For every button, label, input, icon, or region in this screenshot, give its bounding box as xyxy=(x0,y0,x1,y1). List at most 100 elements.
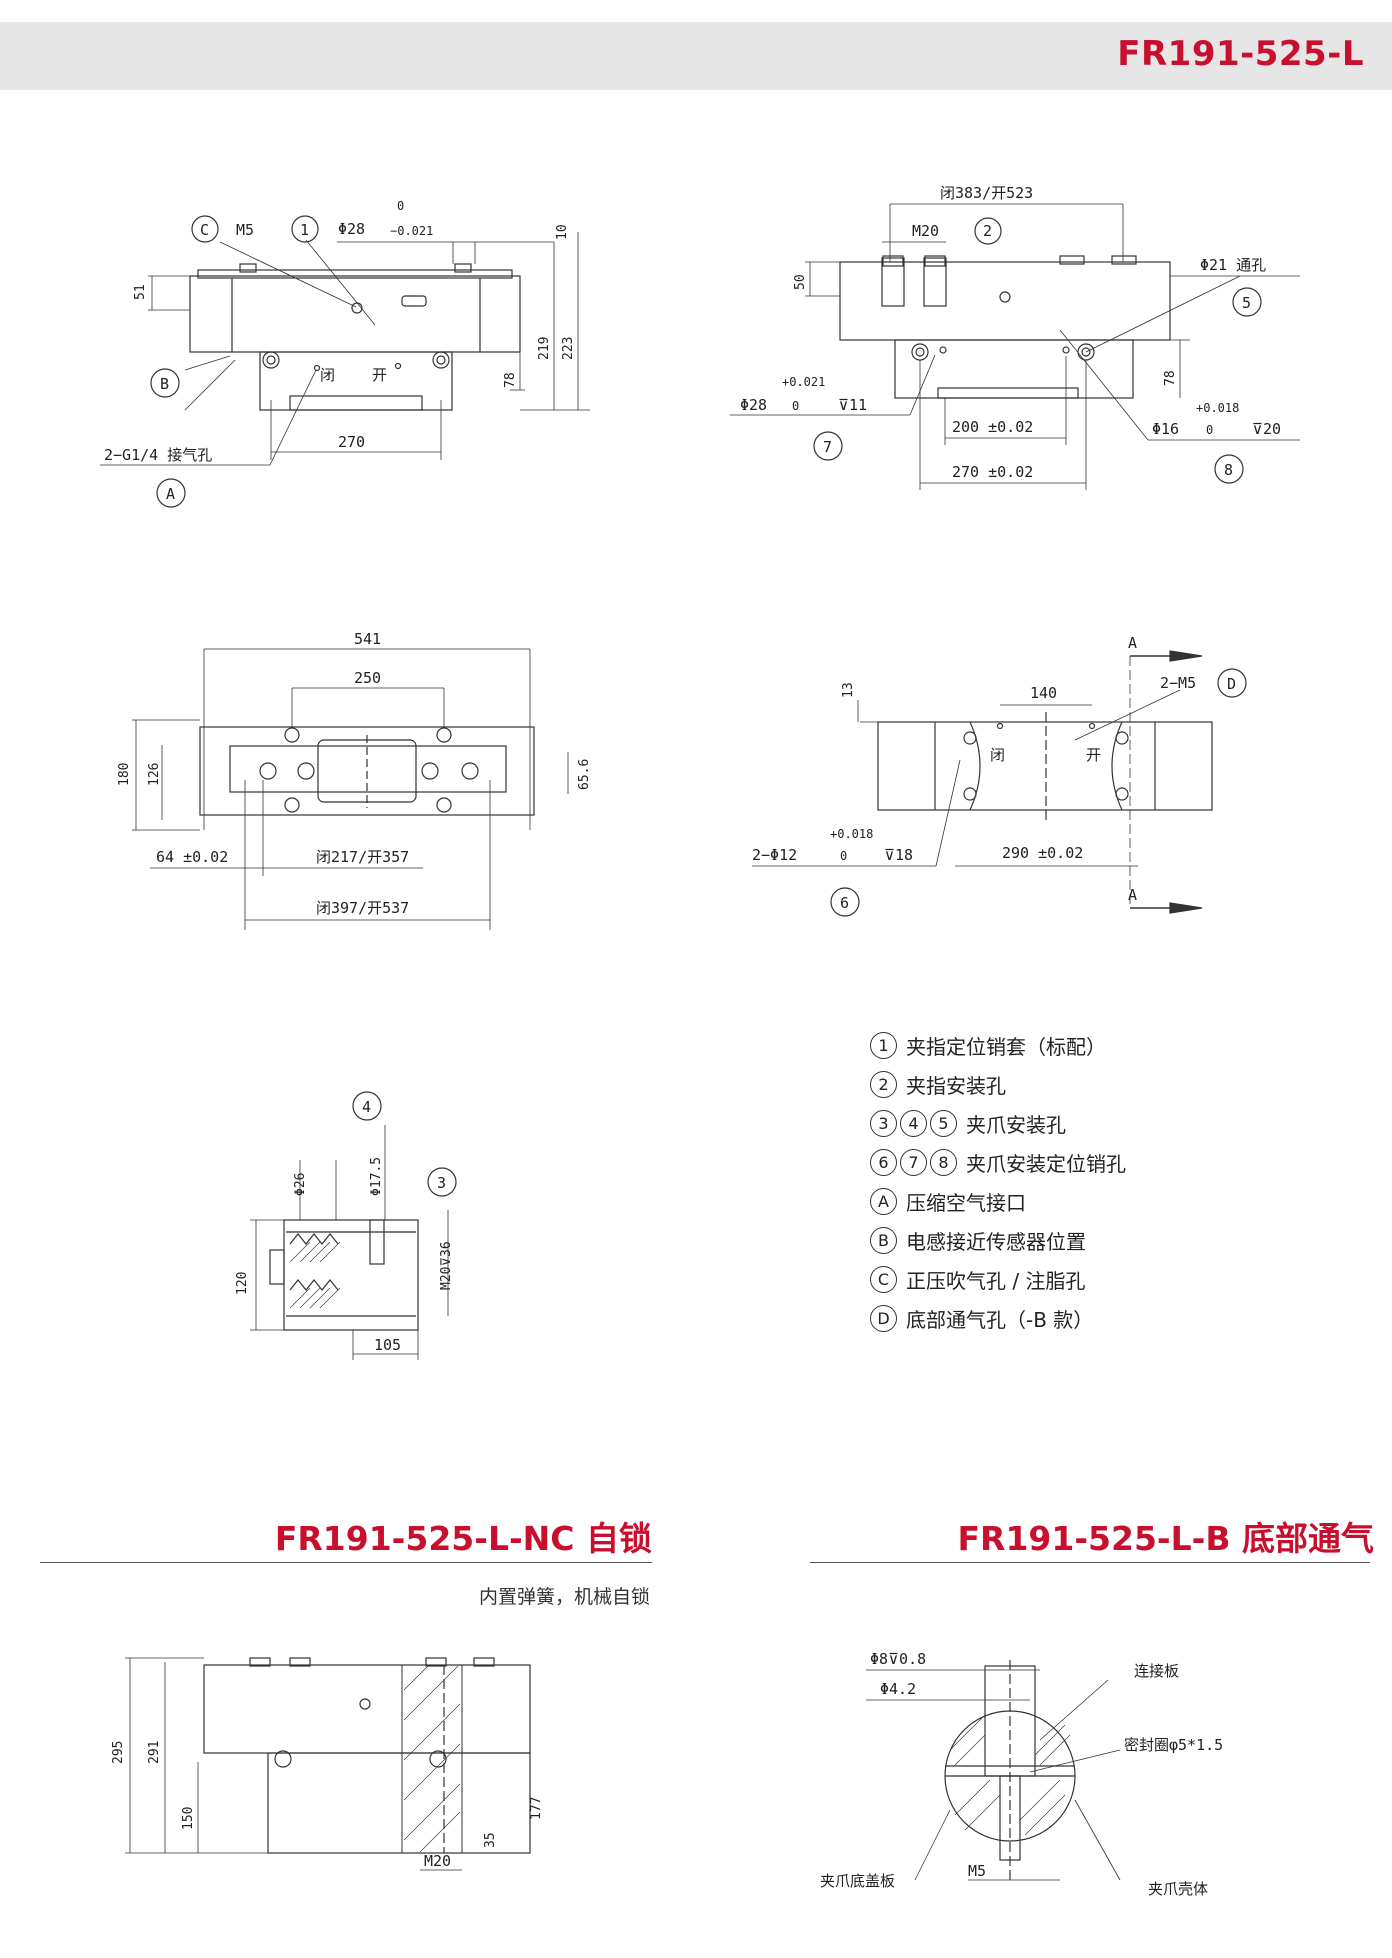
label-d250: 250 xyxy=(354,669,381,687)
label-a: A xyxy=(166,485,175,503)
legend-marker: D xyxy=(870,1305,897,1332)
label-d177: 177 xyxy=(529,1797,544,1820)
label-c217: 闭217/开357 xyxy=(316,848,409,866)
label-d12: 2−Φ12 xyxy=(752,846,797,864)
legend-row: B 电感接近传感器位置 xyxy=(870,1221,1126,1260)
nc-section-title: FR191-525-L-NC 自锁 xyxy=(274,1519,652,1558)
label-d175: Φ17.5 xyxy=(369,1157,384,1196)
legend-marker: 8 xyxy=(930,1149,957,1176)
label-depth11: ⊽11 xyxy=(838,396,867,414)
legend-row: 1 夹指定位销套（标配） xyxy=(870,1026,1126,1065)
label-plate: 连接板 xyxy=(1134,1662,1179,1680)
side-view xyxy=(730,203,1300,490)
label-bi: 闭 xyxy=(320,366,335,384)
label-d26: Φ26 xyxy=(293,1173,308,1196)
label-d223: 223 xyxy=(561,337,576,360)
label-tol0c: 0 xyxy=(1206,423,1213,437)
label-tol0d: 0 xyxy=(840,849,847,863)
label-d10: 10 xyxy=(555,224,570,240)
legend-marker: 7 xyxy=(900,1149,927,1176)
label-tol018b: +0.018 xyxy=(830,827,873,841)
legend-markers: D xyxy=(870,1305,900,1332)
label-tol021m: −0.021 xyxy=(390,224,433,238)
legend-text: 压缩空气接口 xyxy=(906,1191,1026,1215)
label-d126: 126 xyxy=(147,763,162,786)
label-d270b: 270 ±0.02 xyxy=(952,463,1033,481)
legend-marker: C xyxy=(870,1266,897,1293)
label-d8: Φ8⊽0.8 xyxy=(870,1650,926,1668)
label-d50: 50 xyxy=(793,274,808,290)
label-m20d: M20⊽36 xyxy=(439,1241,454,1290)
label-g14: 2−G1/4 接气孔 xyxy=(104,446,212,464)
legend-marker: 2 xyxy=(870,1071,897,1098)
front-view xyxy=(100,215,590,508)
legend-row: 2 夹指安装孔 xyxy=(870,1065,1126,1104)
label-d16: Φ16 xyxy=(1152,420,1179,438)
label-d51: 51 xyxy=(133,284,148,300)
label-d219: 219 xyxy=(537,337,552,360)
legend-row: A 压缩空气接口 xyxy=(870,1182,1126,1221)
label-tol0b: 0 xyxy=(792,399,799,413)
label-2: 2 xyxy=(983,222,992,240)
label-d200: 200 ±0.02 xyxy=(952,418,1033,436)
label-d64: 64 ±0.02 xyxy=(156,848,228,866)
label-m20: M20 xyxy=(912,222,939,240)
nc-section-subtitle: 内置弹簧，机械自锁 xyxy=(478,1586,650,1608)
label-aa2: A xyxy=(1128,886,1137,904)
label-d270: 270 xyxy=(338,433,365,451)
legend-marker: B xyxy=(870,1227,897,1254)
label-d120: 120 xyxy=(235,1272,250,1295)
section-view xyxy=(250,1091,457,1360)
legend-text: 夹爪安装定位销孔 xyxy=(966,1152,1126,1176)
label-d13: 13 xyxy=(841,682,856,698)
label-8: 8 xyxy=(1224,461,1233,479)
label-3: 3 xyxy=(437,1174,446,1192)
label-kai: 开 xyxy=(372,366,387,384)
model-title: FR191-525-L xyxy=(1117,34,1364,74)
label-5: 5 xyxy=(1242,294,1251,312)
nc-section-rule xyxy=(40,1562,652,1563)
legend-markers: C xyxy=(870,1266,900,1293)
legend-markers: 2 xyxy=(870,1071,900,1098)
label-4: 4 xyxy=(362,1098,371,1116)
label-tol018: +0.018 xyxy=(1196,401,1239,415)
label-seal: 密封圈φ5*1.5 xyxy=(1124,1736,1223,1754)
label-d21: Φ21 通孔 xyxy=(1200,256,1266,274)
legend-marker: 1 xyxy=(870,1032,897,1059)
legend-marker: A xyxy=(870,1188,897,1215)
b-section-title: FR191-525-L-B 底部通气 xyxy=(957,1519,1374,1558)
legend-markers: 1 xyxy=(870,1032,900,1059)
label-bi2: 闭 xyxy=(990,746,1005,764)
b-section-rule xyxy=(810,1562,1370,1563)
label-d28b: Φ28 xyxy=(740,396,767,414)
label-aa1: A xyxy=(1128,634,1137,652)
label-1: 1 xyxy=(300,221,309,239)
label-d150: 150 xyxy=(181,1807,196,1830)
label-m5b: 2−M5 xyxy=(1160,674,1196,692)
label-tol021p: +0.021 xyxy=(782,375,825,389)
label-kai2: 开 xyxy=(1086,746,1101,764)
header-bar xyxy=(0,22,1392,90)
legend-row: C 正压吹气孔 / 注脂孔 xyxy=(870,1260,1126,1299)
legend-text: 夹指安装孔 xyxy=(906,1074,1006,1098)
label-d180: 180 xyxy=(117,763,132,786)
label-d35: 35 xyxy=(483,1832,498,1848)
label-d656: 65.6 xyxy=(577,759,592,790)
legend-markers: A xyxy=(870,1188,900,1215)
legend-text: 夹爪安装孔 xyxy=(966,1113,1066,1137)
legend-text: 电感接近传感器位置 xyxy=(906,1230,1086,1254)
top-view xyxy=(132,648,569,930)
legend-text: 正压吹气孔 / 注脂孔 xyxy=(906,1269,1086,1293)
bottom-view xyxy=(752,650,1247,917)
label-c397: 闭397/开537 xyxy=(316,899,409,917)
label-m5: M5 xyxy=(236,221,254,239)
legend-text: 夹指定位销套（标配） xyxy=(906,1035,1106,1059)
label-d: D xyxy=(1227,675,1236,693)
label-depth18: ⊽18 xyxy=(884,846,913,864)
label-b: B xyxy=(160,375,169,393)
label-d140: 140 xyxy=(1030,684,1057,702)
